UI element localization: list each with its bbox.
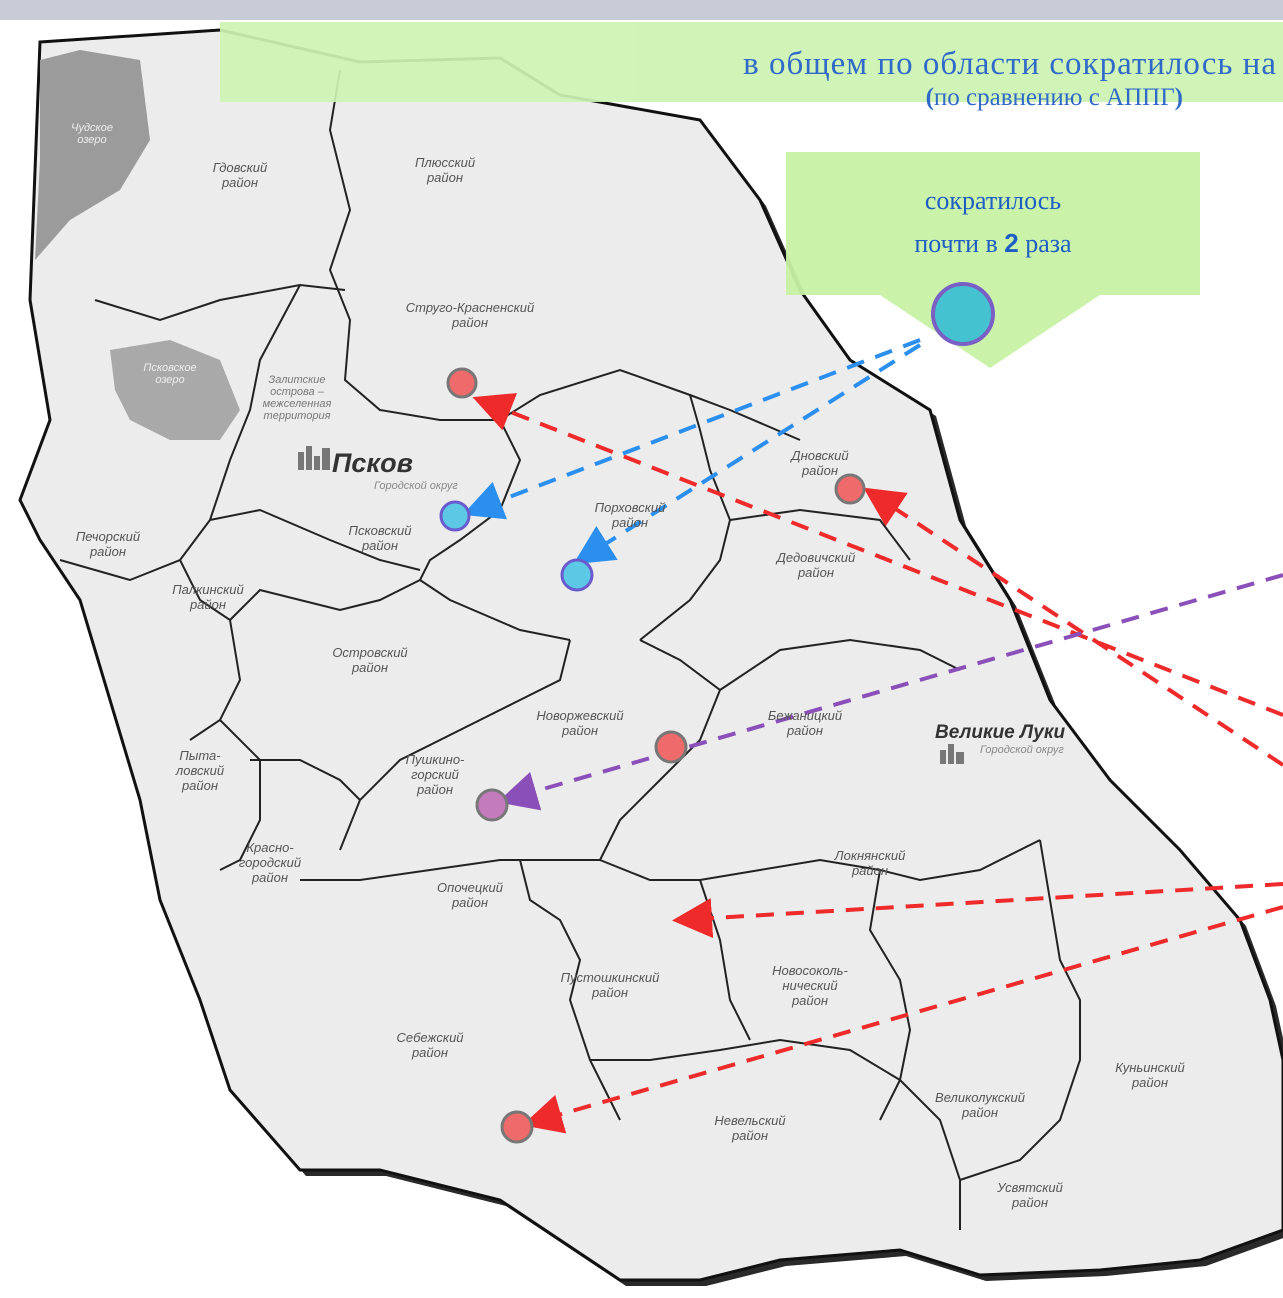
district-kunya: Кунь­инский район	[1115, 1060, 1185, 1090]
district-pechory: Печорский район	[75, 529, 141, 559]
district-palkino: Палкинский район	[172, 582, 244, 612]
paren-open: (	[925, 84, 934, 111]
district-strugi: Струго-Красненский район	[405, 300, 535, 330]
district-novorzhev: Новоржевский район	[536, 708, 624, 738]
summary-banner: в общем по области сократилось на (по ср…	[220, 22, 1283, 111]
district-novosokolniki: Новосоколь- нический район	[772, 963, 848, 1008]
zalita-label: Залитские острова – межселенная территор…	[262, 374, 332, 422]
district-plyussa: Плюсский район	[414, 155, 476, 185]
district-pskov: Псковский район	[348, 523, 412, 553]
lake-chudskoe-label: Чудское озеро	[71, 122, 113, 146]
district-porkhov: Порховский район	[594, 500, 666, 530]
district-pytalovo: Пыта- ловский район	[175, 748, 225, 793]
callout-shape	[786, 152, 1200, 368]
callout-text: сократилось почти в 2 раза	[786, 180, 1200, 265]
arrow-purple-pushkin	[497, 573, 1283, 811]
region-body	[18, 28, 1283, 1282]
district-pustoshka: Пустошкинский район	[560, 970, 660, 1000]
lake-chudskoe	[35, 50, 150, 260]
city-velikie-luki-name: Великие Луки	[935, 722, 1066, 743]
district-pushkinogory: Пушкино- горский район	[405, 752, 465, 797]
velikie-luki-city-icon	[940, 744, 964, 764]
marker-blue-pskov	[439, 500, 471, 532]
top-bar	[0, 0, 1283, 20]
marker-purple-pushkin	[475, 788, 509, 822]
banner-main-text: в общем по области сократилось на	[743, 46, 1277, 82]
pskov-city-icon	[298, 446, 330, 470]
arrow-red-sebezh	[522, 905, 1283, 1134]
banner-sub-content: по сравнению с АППГ	[933, 84, 1175, 111]
arrow-blue-pskov	[462, 338, 921, 520]
district-bezhanitsy: Бежаницкий район	[767, 708, 843, 738]
district-nevel: Невельский район	[714, 1113, 786, 1143]
city-velikie-luki-sub: Городской округ	[980, 744, 1064, 756]
marker-red-dno	[834, 473, 866, 505]
callout-number: 2	[1004, 228, 1019, 258]
callout-line2-prefix: почти в	[914, 229, 1005, 258]
district-krasnogorodsk: Красно- городский район	[238, 840, 302, 885]
callout-line2-suffix: раза	[1018, 229, 1072, 258]
city-pskov-sub: Городской округ	[374, 480, 458, 492]
district-dno: Дновский район	[791, 448, 849, 478]
marker-red-sebezh	[500, 1110, 534, 1144]
red-arrows	[472, 393, 1283, 1134]
arrow-red-dno	[863, 487, 1283, 767]
district-velikie-luki: Великолукский район	[935, 1090, 1025, 1120]
marker-blue-porkhov	[560, 558, 594, 592]
district-boundaries	[59, 69, 1081, 1230]
arrow-red-pustoshka	[672, 882, 1283, 939]
purple-arrows	[497, 573, 1283, 811]
paren-close: )	[1174, 84, 1183, 111]
district-dedovichi: Дедовичский район	[776, 550, 856, 580]
lake-pskovskoe	[110, 340, 240, 440]
markers	[439, 282, 995, 1144]
district-loknya: Локнянский район	[834, 848, 906, 878]
district-usvyaty: Усвятский район	[997, 1180, 1063, 1210]
blue-arrows	[462, 338, 922, 565]
district-ostrov: Островский район	[332, 645, 408, 675]
district-gdov: Гдовский район	[212, 160, 268, 190]
arrow-blue-porkhov	[573, 343, 922, 565]
lake-pskovskoe-label: Псковское озеро	[143, 362, 197, 386]
marker-red-pustoshka	[654, 730, 688, 764]
callout-line1: сократилось	[924, 186, 1062, 215]
arrow-red-strugo	[472, 393, 1283, 717]
marker-cyan-callout	[931, 282, 995, 346]
callout-line2: почти в 2 раза	[786, 222, 1200, 265]
city-pskov-name: Псков	[332, 448, 413, 478]
banner-sub-text: (по сравнению с АППГ)	[926, 84, 1183, 112]
district-opochka: Опочецкий район	[437, 880, 503, 910]
district-sebezh: Себежский район	[396, 1030, 464, 1060]
marker-red-strugo	[446, 367, 478, 399]
